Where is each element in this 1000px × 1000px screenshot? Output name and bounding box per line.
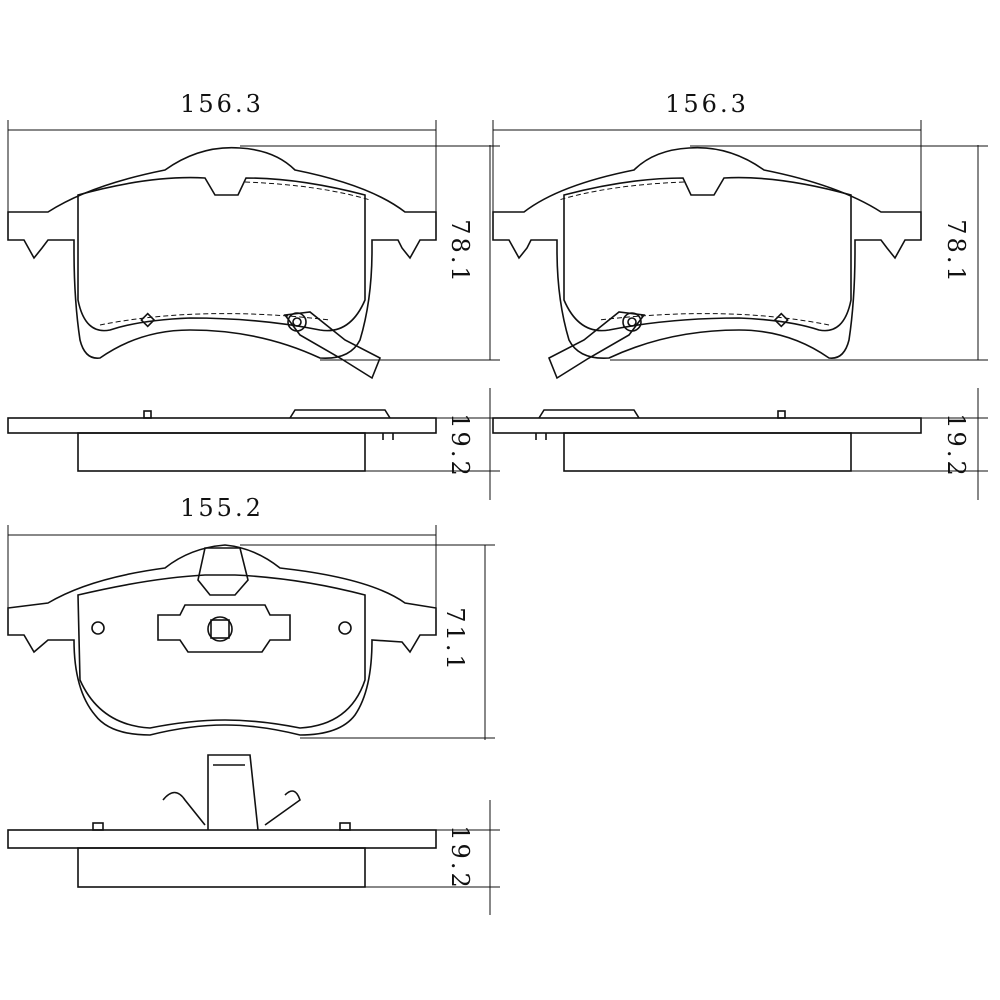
thickness-dimension: 19.2 — [365, 800, 500, 915]
thickness-label: 19.2 — [942, 413, 970, 478]
height-label: 71.1 — [441, 607, 469, 672]
pad-bottom-left: 155.2 71.1 19.2 — [7, 494, 500, 915]
height-label: 78.1 — [446, 219, 474, 284]
thickness-dimension: 19.2 — [365, 388, 500, 500]
height-dimension: 78.1 — [610, 145, 988, 361]
thickness-label: 19.2 — [446, 413, 474, 478]
width-label: 155.2 — [180, 494, 264, 522]
height-dimension: 71.1 — [240, 544, 495, 740]
pad-top-left: 156.3 78.1 19.2 — [7, 90, 500, 500]
width-label: 156.3 — [665, 90, 749, 118]
width-label: 156.3 — [180, 90, 264, 118]
width-dimension: 156.3 — [492, 90, 922, 212]
height-dimension: 78.1 — [240, 145, 500, 361]
pad-top-right: 156.3 78.1 19.2 — [492, 90, 988, 500]
width-dimension: 156.3 — [7, 90, 437, 212]
width-dimension: 155.2 — [7, 494, 437, 608]
height-label: 78.1 — [942, 219, 970, 284]
thickness-label: 19.2 — [446, 825, 474, 890]
thickness-dimension: 19.2 — [851, 388, 988, 500]
